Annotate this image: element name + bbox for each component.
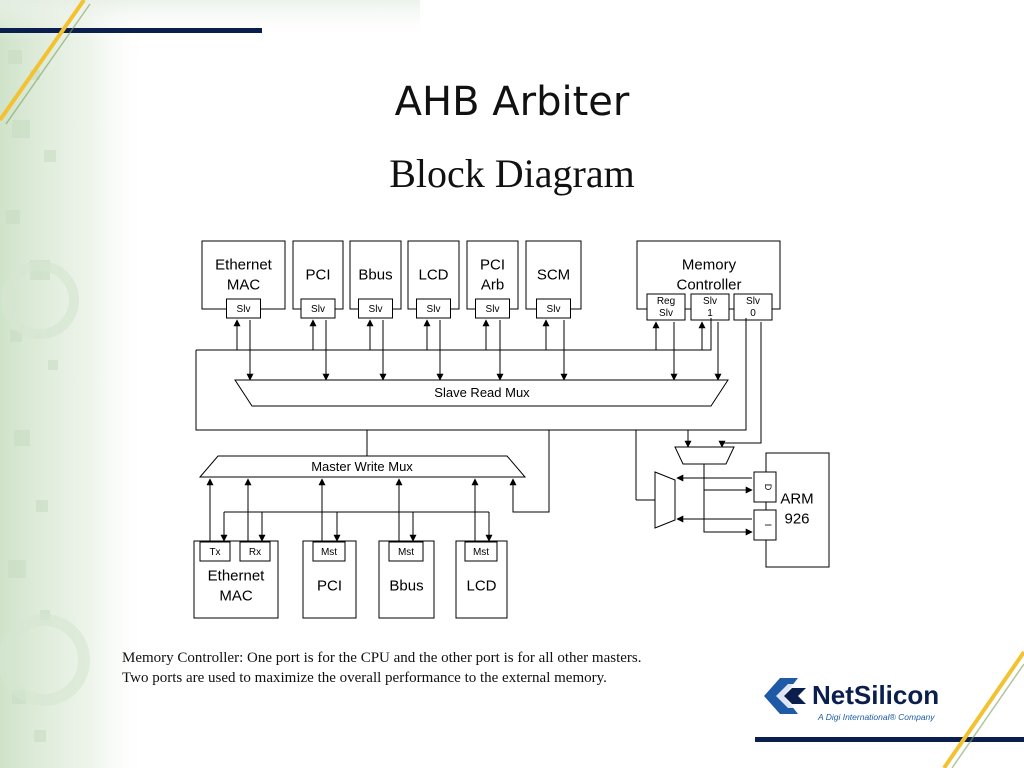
arm-cpu-label-line-1: ARM [780, 490, 813, 507]
memory-controller-port-2-line-2: 1 [707, 308, 713, 319]
caption-line-1: Memory Controller: One port is for the C… [122, 650, 642, 666]
netsilicon-logo: NetSilicon A Digi International® Company [764, 678, 939, 722]
logo-wordmark: NetSilicon [812, 680, 939, 710]
master-port-1-1 [199, 541, 231, 562]
slave-block-5 [466, 240, 519, 310]
master-port-label-2-1: Mst [321, 547, 337, 558]
caption: Memory Controller: One port is for the C… [122, 648, 762, 688]
slave-label-5-line-1: PCI [480, 256, 505, 273]
master-mux-feed-line [509, 430, 550, 513]
slave-label-6-line-1: SCM [537, 266, 570, 283]
slave-label-3-line-1: Bbus [358, 266, 392, 283]
slave-port-label-5: Slv [486, 304, 500, 315]
master-write-mux-label: Master Write Mux [311, 459, 413, 474]
memory-controller-port-1-line-2: Slv [659, 308, 673, 319]
slave-label-1-line-2: MAC [227, 276, 261, 293]
slave-port-label-6: Slv [547, 304, 561, 315]
memory-controller-label-line-2: Controller [676, 276, 741, 293]
slave-block-6 [525, 240, 582, 310]
slave-read-mux-label: Slave Read Mux [434, 385, 530, 400]
slide-subtitle: Block Diagram [389, 151, 635, 196]
master-port-label-4-1: Mst [473, 547, 489, 558]
memory-controller-label-line-1: Memory [682, 256, 737, 273]
memory-controller-port-2 [690, 293, 730, 321]
memory-controller-port-3-line-2: 0 [750, 308, 756, 319]
master-port-label-3-1: Mst [398, 547, 414, 558]
cpu-port-d-label: D [763, 484, 773, 491]
master-port-label-1-2: Rx [249, 547, 261, 558]
netsilicon-mark-icon [764, 678, 806, 714]
master-label-1-line-2: MAC [219, 587, 253, 604]
slave-label-1-line-1: Ethernet [215, 256, 273, 273]
slave-port-3 [358, 298, 393, 319]
slave-label-2-line-1: PCI [305, 266, 330, 283]
slave-block-1 [201, 240, 286, 310]
master-port-label-1-1: Tx [209, 547, 220, 558]
slave-label-5-line-2: Arb [481, 276, 504, 293]
master-port-1-2 [239, 541, 271, 562]
cpu-port-i [753, 509, 777, 541]
memory-controller-port-3 [733, 293, 773, 321]
master-label-3-line-1: Bbus [389, 577, 423, 594]
cpu-write-mux-shape [654, 471, 676, 529]
master-write-mux-shape [198, 455, 527, 478]
cpu-read-to-core-line [703, 464, 753, 536]
memory-controller-port-3-line-1: Slv [746, 296, 760, 307]
cpu-read-mux-shape [674, 446, 735, 465]
slave-port-6 [536, 298, 571, 319]
slave-port-label-1: Slv [237, 304, 251, 315]
master-port-3-1 [388, 541, 424, 562]
caption-line-2: Two ports are used to maximize the overa… [122, 670, 607, 686]
mc-slv0-line [722, 322, 762, 444]
slave-block-2 [292, 240, 344, 310]
slave-block-3 [349, 240, 402, 310]
slave-port-1 [226, 298, 261, 319]
block-diagram: EthernetMACSlvPCISlvBbusSlvLCDSlvPCIArbS… [193, 240, 830, 619]
memory-controller-port-1-line-1: Reg [657, 296, 675, 307]
slave-label-4-line-1: LCD [418, 266, 448, 283]
bus-frame [195, 318, 747, 431]
master-port-2-1 [312, 541, 346, 562]
master-label-2-line-1: PCI [317, 577, 342, 594]
memory-controller-port-2-line-1: Slv [703, 296, 717, 307]
slave-port-4 [416, 298, 451, 319]
slave-port-2 [300, 298, 336, 319]
slave-port-label-2: Slv [311, 304, 325, 315]
slave-port-label-4: Slv [427, 304, 441, 315]
cpu-port-i-label: I [763, 524, 773, 527]
bus-top-line [196, 318, 712, 351]
slave-port-label-3: Slv [369, 304, 383, 315]
master-label-1-line-1: Ethernet [208, 567, 266, 584]
logo-tagline: A Digi International® Company [817, 712, 935, 722]
master-port-4-1 [464, 541, 498, 562]
arm-cpu-label-line-2: 926 [784, 510, 809, 527]
cpu-port-d [753, 471, 777, 503]
master-label-4-line-1: LCD [466, 577, 496, 594]
slave-port-5 [475, 298, 510, 319]
memory-controller-port-1 [646, 293, 686, 321]
slide-title: AHB Arbiter [395, 79, 630, 125]
